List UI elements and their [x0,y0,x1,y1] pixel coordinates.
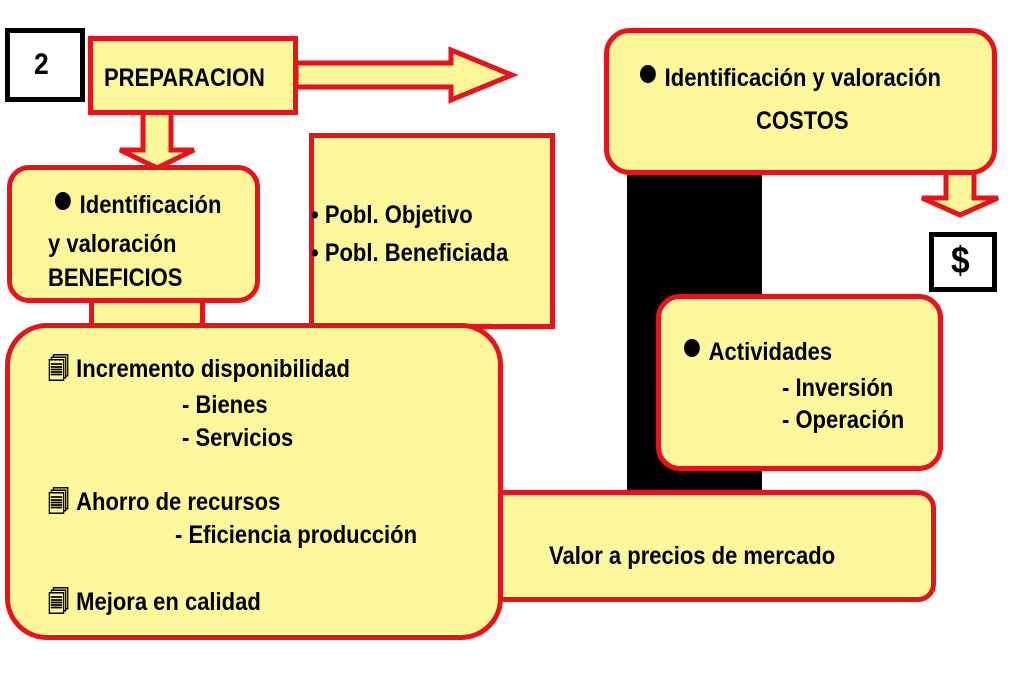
costos-line1: Identificación y valoración [640,63,941,93]
bullet-dot-icon [55,192,71,210]
costos-line2: COSTOS [756,107,849,135]
list-item-ahorro: 🗐Ahorro de recursos [48,488,281,516]
dollar-box: $ [929,232,997,292]
valor-label: Valor a precios de mercado [549,542,836,570]
slide-number: 2 [34,48,49,81]
list-subitem-bienes: - Bienes [182,391,268,419]
beneficios-line1: Identificación [55,190,221,220]
beneficios-line2: y valoración [48,230,177,258]
preparacion-label: PREPARACION [104,64,265,92]
arrow-right-icon [293,46,519,104]
list-item-incremento: 🗐Incremento disponibilidad [48,355,350,383]
list-subitem-servicios: - Servicios [182,424,294,452]
actividades-box: Actividades - Inversión - Operación [656,294,943,471]
beneficios-box: Identificación y valoración BENEFICIOS [7,165,260,303]
benefits-list-box: 🗐Incremento disponibilidad - Bienes - Se… [5,323,503,640]
document-stack-icon: 🗐 [48,356,70,383]
slide-number-box: 2 [5,28,85,102]
beneficios-line3: BENEFICIOS [48,264,183,292]
arrow-down-icon [118,109,196,171]
arrow-down-icon [920,169,1000,218]
actividades-inversion: - Inversión [782,374,894,402]
poblacion-objetivo: • Pobl. Objetivo [311,201,473,229]
list-subitem-eficiencia: - Eficiencia producción [175,521,418,549]
dollar-label: $ [951,240,970,282]
bullet-dot-icon [640,65,656,83]
valor-box: Valor a precios de mercado [488,490,936,602]
document-stack-icon: 🗐 [48,589,70,616]
poblacion-beneficiada: • Pobl. Beneficiada [311,239,509,267]
poblacion-box: • Pobl. Objetivo • Pobl. Beneficiada [309,133,555,329]
costos-box: Identificación y valoración COSTOS [604,28,997,175]
actividades-operacion: - Operación [782,406,905,434]
list-item-mejora: 🗐Mejora en calidad [48,588,261,616]
preparacion-box: PREPARACION [88,36,298,115]
document-stack-icon: 🗐 [48,489,70,516]
bullet-dot-icon [684,339,700,357]
actividades-title: Actividades [684,337,832,367]
